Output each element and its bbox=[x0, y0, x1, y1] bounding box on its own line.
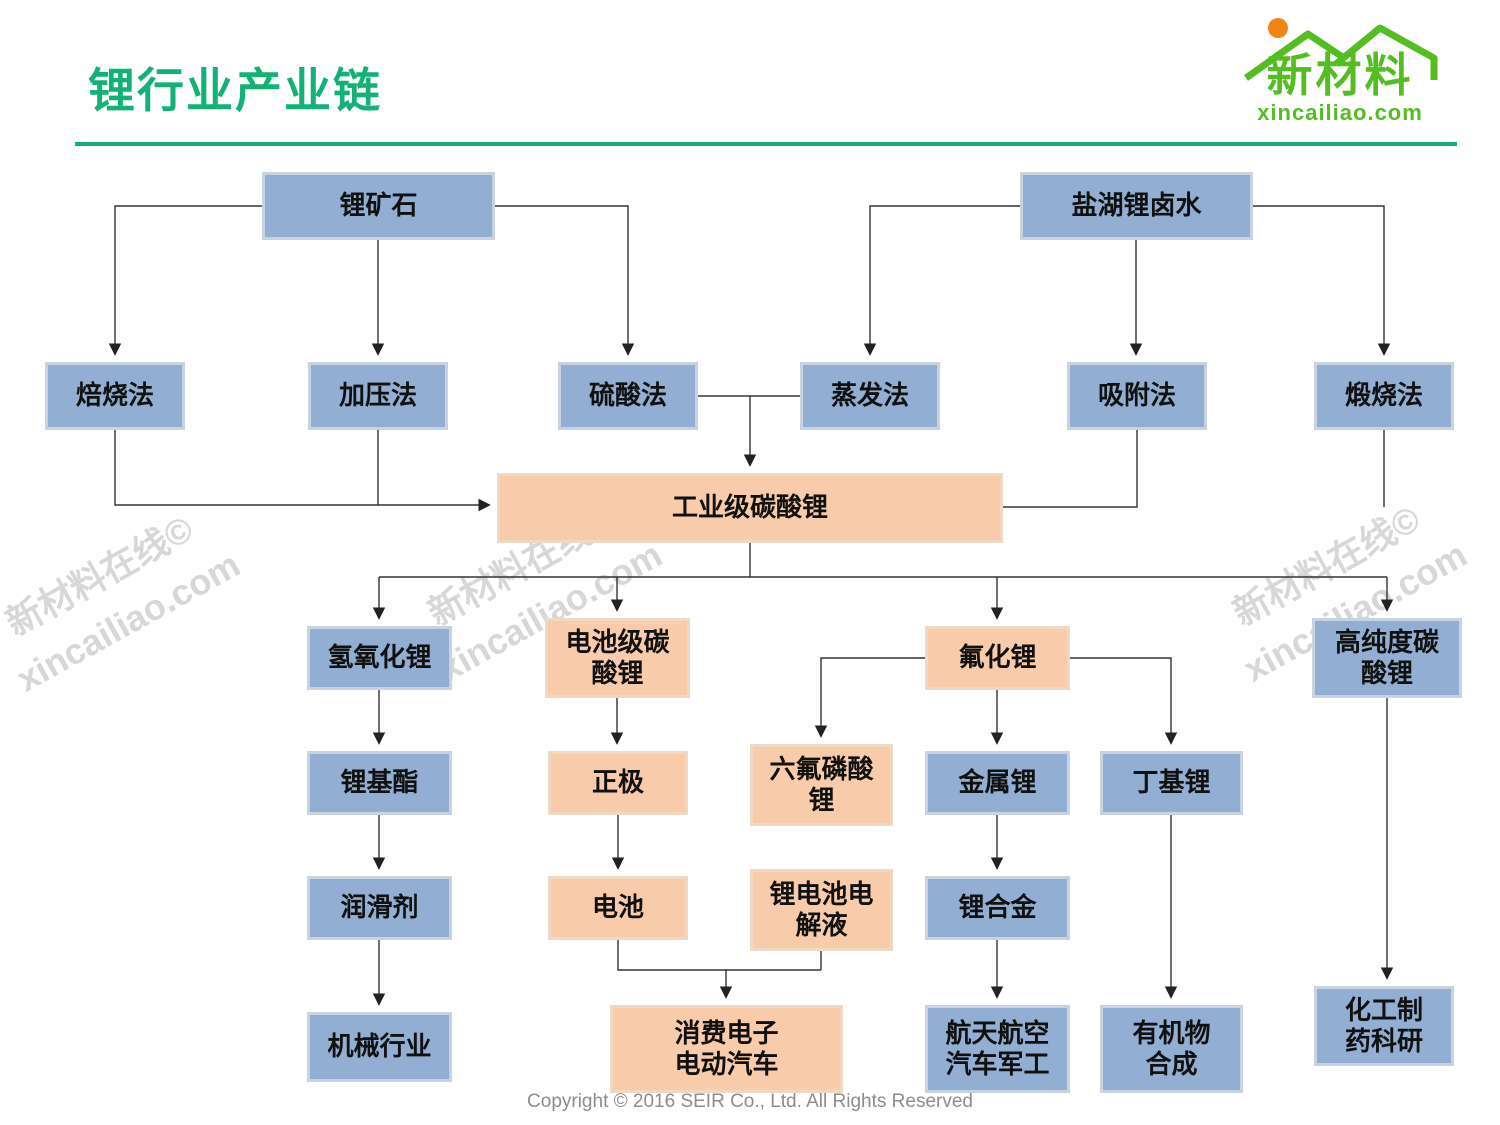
watermark-text: 新材料在线© bbox=[0, 507, 200, 644]
watermark-text: xincailiao.com bbox=[9, 543, 247, 700]
node-sulfuric-acid: 硫酸法 bbox=[558, 362, 698, 430]
node-roasting: 焙烧法 bbox=[45, 362, 185, 430]
node-butyl-li: 丁基锂 bbox=[1100, 751, 1243, 815]
node-lithium-ore: 锂矿石 bbox=[262, 172, 495, 240]
node-calcination: 煅烧法 bbox=[1314, 362, 1454, 430]
title-underline bbox=[75, 142, 1457, 146]
watermark-text: 新材料在线© bbox=[1226, 497, 1427, 634]
node-aerospace: 航天航空 汽车军工 bbox=[925, 1005, 1070, 1093]
connector-line bbox=[1070, 657, 1178, 745]
node-battery: 电池 bbox=[548, 876, 688, 940]
node-chemical-pharma: 化工制 药科研 bbox=[1314, 986, 1454, 1066]
connector-line bbox=[1253, 205, 1391, 356]
node-industrial-li2co3: 工业级碳酸锂 bbox=[497, 473, 1003, 543]
node-lubricant: 润滑剂 bbox=[307, 876, 452, 940]
connector-line bbox=[108, 205, 262, 356]
watermark: 新材料在线© xincailiao.com bbox=[0, 491, 250, 700]
node-pressurization: 加压法 bbox=[308, 362, 448, 430]
node-li-alloy: 锂合金 bbox=[925, 876, 1070, 940]
node-lif: 氟化锂 bbox=[925, 626, 1070, 690]
logo-domain: xincailiao.com bbox=[1257, 100, 1423, 125]
connector-line bbox=[495, 205, 635, 356]
node-organic-synthesis: 有机物 合成 bbox=[1100, 1005, 1243, 1093]
logo-brand: 新材料 bbox=[1266, 49, 1414, 101]
node-electrolyte: 锂电池电 解液 bbox=[750, 869, 893, 951]
node-machinery: 机械行业 bbox=[307, 1012, 452, 1082]
node-consumer-ev: 消费电子 电动汽车 bbox=[610, 1005, 843, 1093]
copyright-text: Copyright © 2016 SEIR Co., Ltd. All Righ… bbox=[527, 1091, 973, 1112]
connector-line bbox=[814, 657, 925, 738]
logo: 新材料 xincailiao.com bbox=[1235, 14, 1445, 126]
node-battery-li2co3: 电池级碳 酸锂 bbox=[545, 618, 690, 698]
connector-line bbox=[114, 430, 491, 512]
node-high-purity-li2co3: 高纯度碳 酸锂 bbox=[1312, 618, 1462, 698]
node-adsorption: 吸附法 bbox=[1067, 362, 1207, 430]
node-lioh: 氢氧化锂 bbox=[307, 626, 452, 690]
logo-mountains-icon bbox=[1243, 18, 1438, 81]
connector-line bbox=[1003, 430, 1138, 508]
page-title: 锂行业产业链 bbox=[88, 64, 382, 117]
node-cathode: 正极 bbox=[548, 751, 688, 815]
node-salt-lake-brine: 盐湖锂卤水 bbox=[1020, 172, 1253, 240]
node-li-metal: 金属锂 bbox=[925, 751, 1070, 815]
node-lipf6: 六氟磷酸 锂 bbox=[750, 744, 893, 826]
node-li-ester: 锂基酯 bbox=[307, 751, 452, 815]
node-evaporation: 蒸发法 bbox=[800, 362, 940, 430]
connector-line bbox=[863, 205, 1020, 356]
